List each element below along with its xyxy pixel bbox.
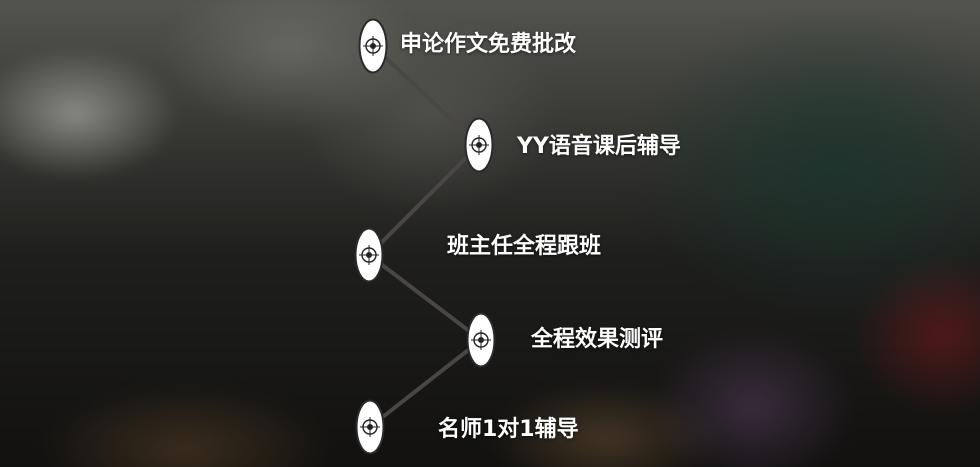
timeline-node-5 <box>355 399 385 455</box>
target-icon <box>466 312 496 368</box>
timeline-label-1: 申论作文免费批改 <box>400 32 577 57</box>
timeline-node-3 <box>354 227 384 283</box>
timeline-node-2 <box>464 117 494 173</box>
target-icon <box>464 117 494 173</box>
timeline-label-3: 班主任全程跟班 <box>447 234 602 259</box>
target-icon <box>355 399 385 455</box>
target-icon <box>358 18 388 74</box>
target-icon <box>354 227 384 283</box>
timeline-label-4: 全程效果测评 <box>531 327 664 352</box>
timeline-label-2: YY语音课后辅导 <box>517 134 681 159</box>
timeline-label-5: 名师1对1辅导 <box>438 417 579 442</box>
timeline-node-1 <box>358 18 388 74</box>
timeline-node-4 <box>466 312 496 368</box>
